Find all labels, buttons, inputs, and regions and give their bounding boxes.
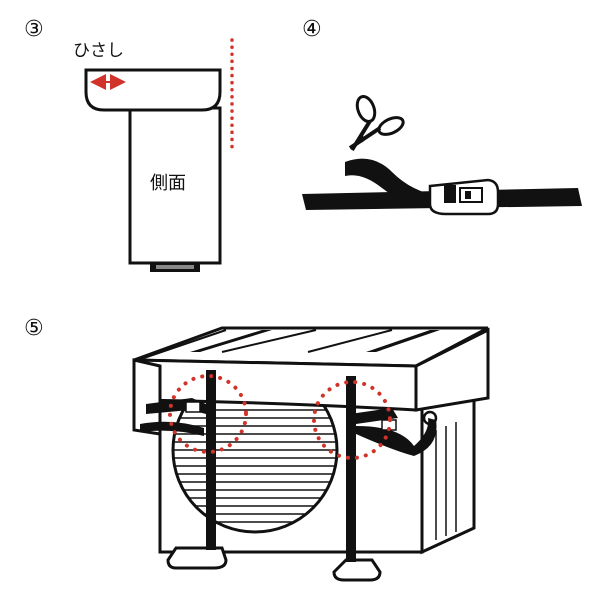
step-3-panel: ③ ひさし 側面 (24, 17, 234, 272)
strap-vertical-left (206, 370, 216, 550)
step-5-panel: ⑤ (24, 316, 490, 582)
air-conditioner-outdoor-unit-icon (132, 326, 490, 582)
hisashi-hood-shape (84, 68, 222, 112)
scissors-icon (348, 94, 405, 152)
hisashi-label: ひさし (73, 41, 124, 61)
side-label: 側面 (150, 173, 186, 194)
unit-foot-left (166, 546, 228, 570)
side-body-shape (128, 106, 222, 272)
highlight-circle-right (312, 380, 392, 460)
strap-buckle-icon (428, 178, 500, 216)
strap-vertical-right (346, 376, 356, 562)
step-4-panel: ④ (302, 17, 582, 216)
cover-right-flap (414, 327, 490, 412)
step-3-number: ③ (24, 17, 44, 42)
step-4-number: ④ (302, 17, 322, 42)
step-5-number: ⑤ (24, 316, 44, 341)
strap-end-curl (345, 158, 440, 206)
highlight-circle-left (168, 374, 248, 454)
strap-buckle-right (350, 408, 398, 424)
unit-foot-right (332, 558, 382, 582)
